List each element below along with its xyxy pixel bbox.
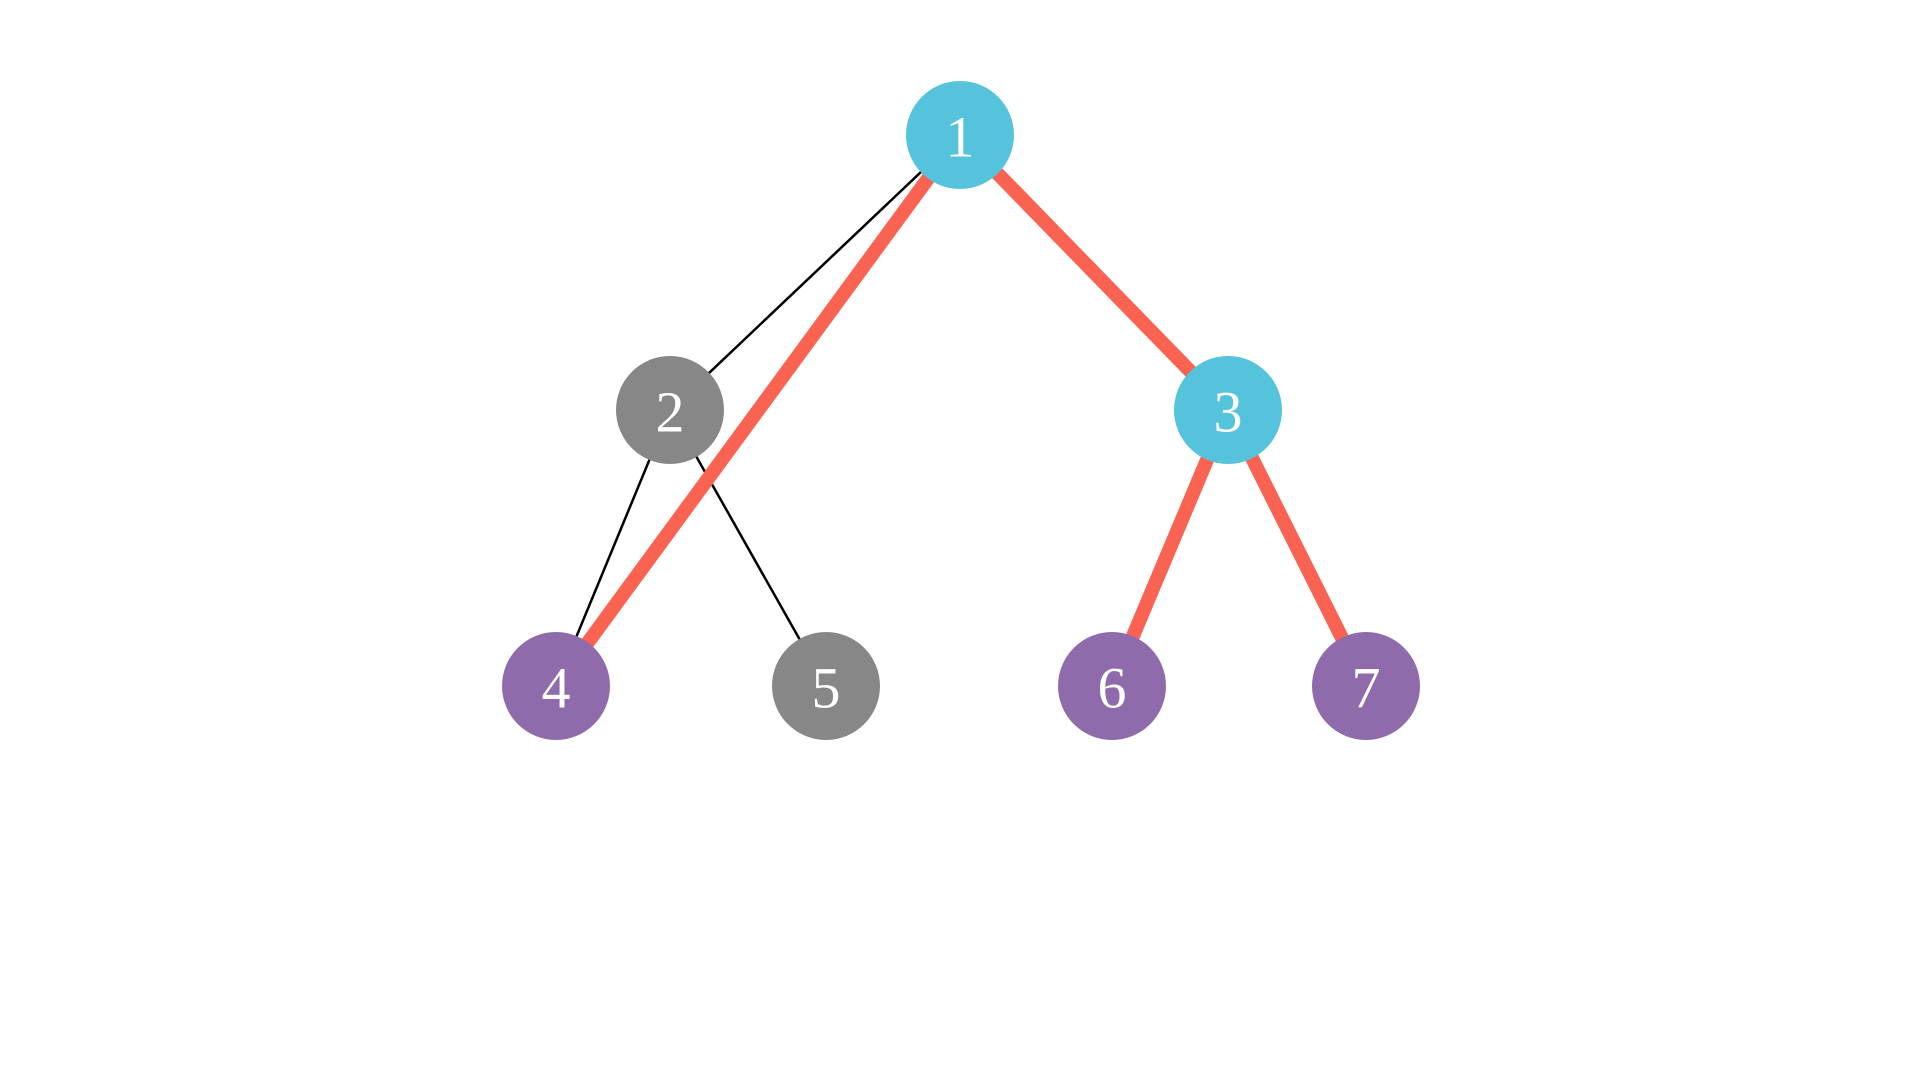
node-4[interactable]: 4 [502, 632, 610, 740]
edges-highlight-layer [580, 166, 1350, 650]
node-1[interactable]: 1 [906, 81, 1014, 189]
edge-2-5 [694, 453, 802, 643]
edge-3-6 [1125, 454, 1215, 642]
edge-1-2 [706, 169, 924, 376]
edge-3-7 [1244, 452, 1350, 644]
edge-2-4 [574, 456, 652, 640]
node-circle-7[interactable] [1312, 632, 1420, 740]
edge-1-3 [990, 166, 1198, 379]
node-6[interactable]: 6 [1058, 632, 1166, 740]
node-circle-3[interactable] [1174, 356, 1282, 464]
edge-1-4 [580, 171, 936, 650]
nodes-layer: 1 2 3 4 5 6 7 [502, 81, 1420, 740]
node-circle-2[interactable] [616, 356, 724, 464]
node-circle-6[interactable] [1058, 632, 1166, 740]
edges-default-layer [574, 169, 924, 643]
node-circle-4[interactable] [502, 632, 610, 740]
node-5[interactable]: 5 [772, 632, 880, 740]
node-circle-1[interactable] [906, 81, 1014, 189]
node-3[interactable]: 3 [1174, 356, 1282, 464]
node-2[interactable]: 2 [616, 356, 724, 464]
node-7[interactable]: 7 [1312, 632, 1420, 740]
node-circle-5[interactable] [772, 632, 880, 740]
